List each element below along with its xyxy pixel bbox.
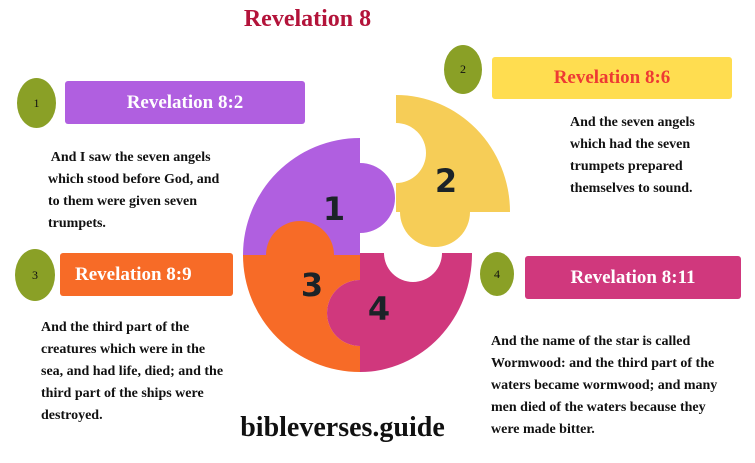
verse-line: to them were given seven (48, 194, 198, 209)
verse-reference-label-4: Revelation 8:11 (525, 256, 741, 299)
verse-text-4: And the name of the star is called Wormw… (491, 331, 751, 441)
puzzle-number-3: 3 (301, 266, 323, 304)
verse-line: destroyed. (41, 408, 103, 423)
step-badge-number: 2 (460, 62, 466, 76)
page-title: Revelation 8 (243, 6, 372, 32)
puzzle-piece-3 (243, 221, 360, 372)
verse-line: And the name of the star is called (491, 334, 691, 349)
verse-line: themselves to sound. (570, 181, 693, 196)
puzzle-piece-1 (243, 138, 395, 255)
puzzle-piece-4 (327, 253, 473, 372)
site-watermark: bibleverses.guide (240, 412, 445, 443)
puzzle-number-2: 2 (435, 162, 457, 200)
verse-line: Wormwood: and the third part of the (491, 356, 715, 371)
verse-line: waters became wormwood; and many (491, 378, 718, 393)
verse-text-3: And the third part of the creatures whic… (41, 317, 256, 427)
step-badge-number: 4 (494, 266, 500, 281)
verse-line: And I saw the seven angels (48, 150, 211, 165)
verse-reference-label-2: Revelation 8:6 (492, 57, 732, 99)
verse-reference: Revelation 8:9 (75, 263, 192, 285)
verse-reference: Revelation 8:2 (126, 91, 244, 113)
verse-reference-label-1: Revelation 8:2 (65, 81, 305, 124)
step-badge-3: 3 (15, 249, 55, 301)
verse-reference: Revelation 8:6 (553, 67, 671, 88)
verse-line: And the third part of the (41, 320, 190, 335)
verse-reference-label-3: Revelation 8:9 (60, 253, 233, 296)
step-badge-4: 4 (480, 252, 514, 296)
step-badge-2: 2 (444, 45, 482, 94)
verse-line: sea, and had life, died; and the (41, 364, 224, 379)
verse-reference: Revelation 8:11 (570, 266, 696, 288)
step-badge-number: 1 (33, 95, 40, 110)
verse-line: trumpets prepared (570, 159, 683, 174)
verse-line: creatures which were in the (41, 342, 206, 357)
verse-line: trumpets. (48, 216, 106, 231)
puzzle-piece-2 (396, 95, 510, 247)
verse-line: And the seven angels (570, 115, 695, 130)
step-badge-1: 1 (17, 78, 56, 128)
verse-text-1: And I saw the seven angels which stood b… (48, 147, 248, 235)
verse-line: third part of the ships were (41, 386, 204, 401)
verse-text-2: And the seven angels which had the seven… (570, 112, 740, 200)
puzzle-number-4: 4 (368, 290, 390, 328)
step-badge-number: 3 (32, 267, 38, 282)
verse-line: men died of the waters because they (491, 400, 706, 415)
verse-line: which had the seven (570, 137, 691, 152)
puzzle-number-1: 1 (323, 190, 345, 228)
verse-line: were made bitter. (491, 422, 595, 437)
verse-line: which stood before God, and (48, 172, 220, 187)
